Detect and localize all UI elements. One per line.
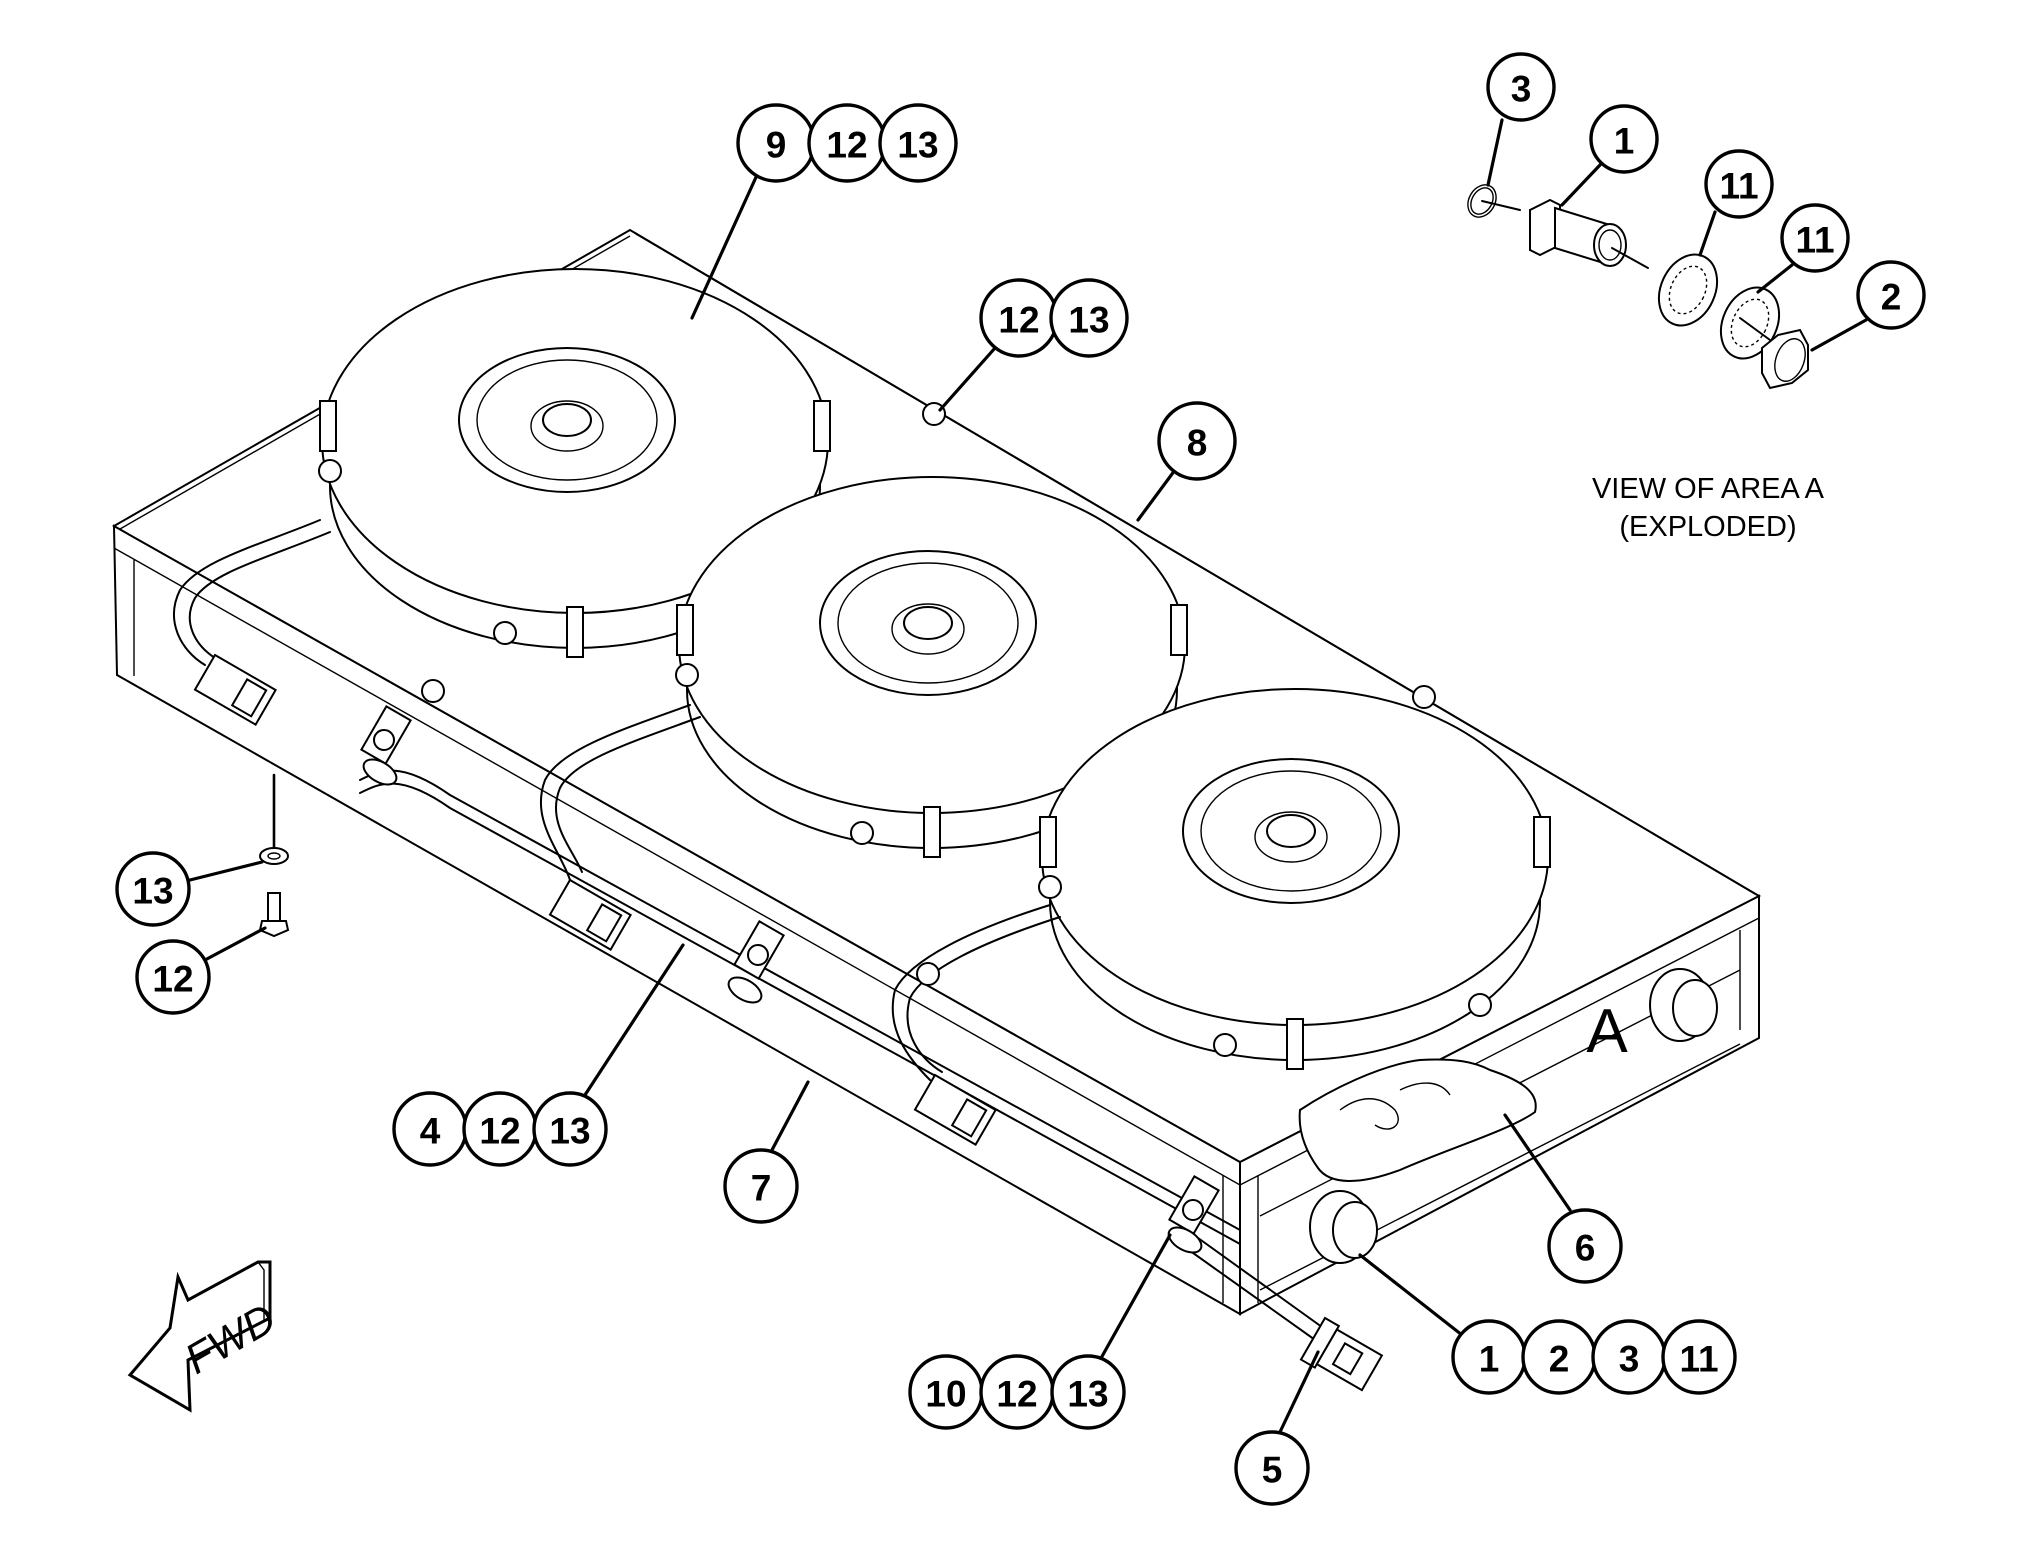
callout-bubble [1234,1430,1310,1506]
lock-washer-item-11b [1719,286,1781,360]
callout-item-number: 13 [897,125,938,166]
exploded-view-area-a [1467,184,1809,390]
callout-item-number: 1 [1479,1339,1500,1380]
leader-10-12-13 [1098,1233,1172,1362]
leader-12-left [203,926,267,962]
callout-bubble [1547,1208,1623,1284]
callout-5: 5 [1234,1430,1310,1506]
leader-11b-exploded [1756,263,1794,294]
loose-hardware [258,773,290,938]
callout-bubble [1486,52,1556,122]
callout-1-exploded: 1 [1589,104,1659,174]
callout-bubble [1856,260,1926,330]
callout-bubble [1661,1319,1737,1395]
fan-2 [675,476,1188,858]
connector-item-5 [1299,1316,1384,1392]
callout-item-number: 11 [1719,166,1758,207]
leader-11a-exploded [1698,210,1717,257]
callout-11-exploded-a: 11 [1704,149,1774,219]
view-caption-line1: VIEW OF AREA A [1592,473,1825,505]
callout-item-number: 12 [826,125,867,166]
callout-7: 7 [723,1148,799,1224]
callout-bubble [532,1091,608,1167]
callout-item-number: 13 [1067,1374,1108,1415]
leader-1-2-3-11 [1358,1253,1464,1337]
callout-item-number: 13 [1068,300,1109,341]
callout-12-left: 12 [135,939,211,1015]
leader-3-exploded [1486,118,1504,187]
callout-bubble [1780,203,1850,273]
callout-4-12-13: 4 12 13 [392,1091,608,1167]
leader-8 [1136,468,1177,522]
callout-item-number: 3 [1619,1339,1640,1380]
callout-2-exploded: 2 [1856,260,1926,330]
leader-7 [770,1080,810,1152]
callout-bubble [1704,149,1774,219]
callout-item-number: 10 [925,1374,966,1415]
callout-item-number: 13 [549,1111,590,1152]
washer-item-13 [259,847,289,865]
callout-item-number: 1 [1614,121,1635,162]
callout-13-left: 13 [115,851,191,927]
receptacle-installed [1309,968,1718,1264]
callout-item-number: 2 [1549,1339,1570,1380]
harness-connectors [193,653,1384,1392]
area-a-label: A [1586,997,1628,1066]
callout-bubble [1589,104,1659,174]
callout-item-number: 8 [1187,423,1208,464]
callout-item-number: 11 [1679,1339,1718,1380]
callout-bubble [1157,401,1237,481]
callout-12-13-top: 12 13 [979,278,1129,358]
callout-bubble [135,939,211,1015]
callout-item-number: 12 [996,1374,1037,1415]
callout-item-number: 5 [1262,1450,1283,1491]
callout-9-12-13: 9 12 13 [736,103,958,183]
leader-1-exploded [1560,163,1602,207]
leader-2-exploded [1810,318,1868,352]
callout-bubble [115,851,191,927]
leader-12-13-top [938,346,997,412]
handle-item-6 [1298,1058,1537,1182]
callout-8: 8 [1157,401,1237,481]
receptacle-item-1 [1529,198,1627,267]
callout-1-2-3-11: 1 2 3 11 [1451,1319,1737,1395]
callout-bubble [723,1148,799,1224]
callout-bubble [1049,278,1129,358]
forward-arrow-icon: FWD [127,1260,283,1413]
wire-harness [173,519,1341,1353]
fan-3 [1038,688,1551,1070]
callout-item-number: 9 [766,125,787,166]
leader-4-12-13 [581,943,685,1100]
callout-item-number: 12 [152,959,193,1000]
lock-washer-item-11a [1657,253,1719,327]
callout-item-number: 11 [1795,220,1834,261]
callout-bubble [878,103,958,183]
callout-item-number: 13 [132,871,173,912]
callout-item-number: 12 [479,1111,520,1152]
leader-6 [1503,1113,1572,1212]
callout-3-exploded: 3 [1486,52,1556,122]
fan-group [318,268,1551,1070]
callout-item-number: 3 [1511,69,1532,110]
callout-11-exploded-b: 11 [1780,203,1850,273]
callout-item-number: 2 [1881,277,1902,318]
leader-9-12-13 [690,173,759,320]
callout-item-number: 7 [751,1168,772,1209]
o-ring-item-3 [1467,184,1497,218]
callout-item-number: 4 [420,1111,441,1152]
callout-item-number: 12 [998,300,1039,341]
harness-clamps [360,704,1220,1254]
callout-10-12-13: 10 12 13 [908,1354,1126,1430]
callout-item-number: 6 [1575,1228,1596,1269]
bolt-item-12 [267,892,281,922]
jam-nut-item-2 [1761,328,1809,390]
callout-6: 6 [1547,1208,1623,1284]
leader-lines [188,118,1868,1434]
callout-bubble [1050,1354,1126,1430]
view-caption-line2: (EXPLODED) [1619,511,1796,543]
leader-5 [1278,1350,1320,1434]
leader-13-left [188,860,264,882]
